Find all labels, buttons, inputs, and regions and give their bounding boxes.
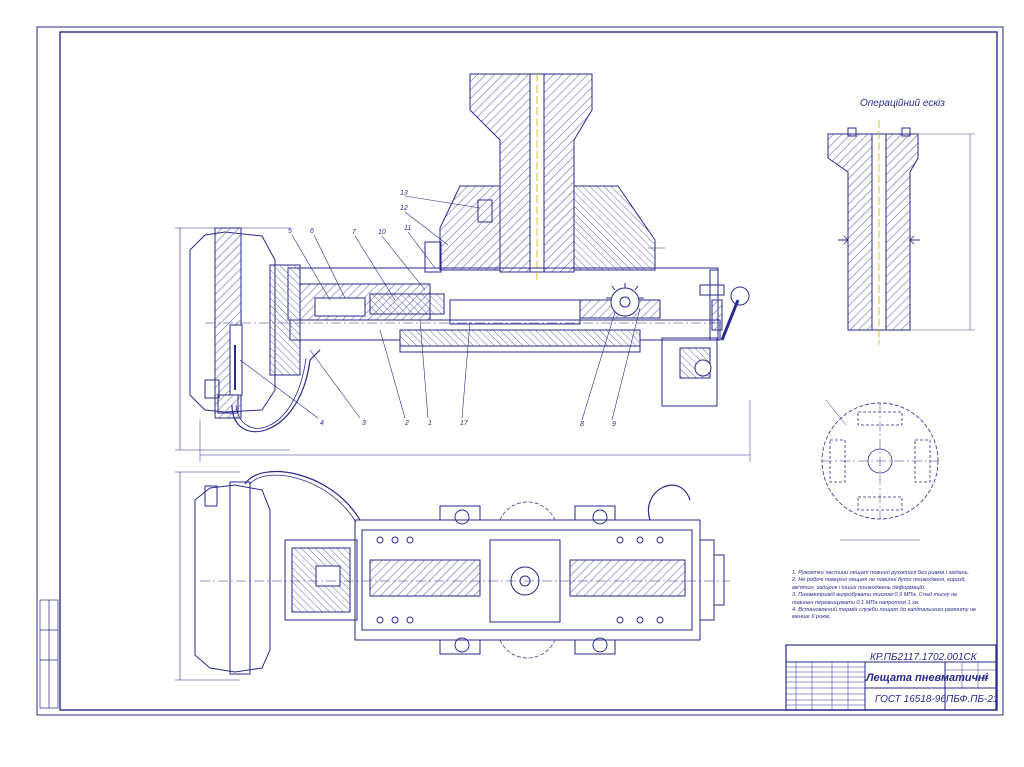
drawing-name: Лещата пневматичні — [866, 672, 988, 684]
technical-notes: 1. Рукоятки частини лещат повинні рухати… — [792, 570, 1002, 622]
note-line: 3. Пневмопривід випробувати тиском 0,9 М… — [792, 592, 958, 599]
note-line: повинен перевищувати 0,1 МПа напротязі 1… — [792, 599, 920, 606]
side-strip — [39, 599, 59, 709]
callout: 12 — [400, 205, 408, 212]
drawing-group: ПБФ.ПБ-21 — [946, 694, 999, 705]
callout: 11 — [404, 225, 411, 232]
callout: 10 — [378, 229, 386, 236]
callout: 13 — [400, 190, 408, 197]
note-line: 4. Встановлений термін служби лещат до к… — [792, 607, 977, 614]
note-line: менше 6 років. — [792, 614, 831, 621]
sheet-info: 11 — [983, 675, 990, 681]
title-block — [785, 644, 997, 711]
callout: 7 — [352, 229, 357, 236]
pinion-gear — [610, 287, 640, 317]
operational-sketch — [827, 120, 975, 345]
callout: 1 — [428, 420, 432, 427]
callout: 9 — [612, 421, 616, 428]
callout: 8 — [580, 421, 584, 428]
drawing-standard: ГОСТ 16518-96 — [875, 694, 946, 705]
sketch-plan — [821, 399, 939, 541]
plan-view — [175, 471, 730, 681]
callouts-top: 5 6 7 10 11 12 13 4 3 2 1 17 8 9 — [288, 190, 616, 428]
callout: 3 — [362, 420, 366, 427]
note-line: вм'ятин, задирок і інших пошкоджень дефо… — [792, 584, 926, 591]
callout: 4 — [320, 420, 324, 427]
callout: 2 — [404, 420, 409, 427]
sketch-heading: Операційний ескіз — [860, 98, 945, 109]
callout: 5 — [288, 228, 292, 235]
bolt-row — [376, 509, 664, 653]
section-view — [175, 73, 751, 462]
callout: 6 — [310, 228, 314, 235]
callout: 17 — [460, 420, 469, 427]
inner-frame — [59, 31, 998, 711]
drawing-code: КР.ПБ2117.1702.001СК — [870, 652, 977, 663]
outer-frame — [36, 26, 1004, 716]
note-line: 1. Рукоятки частини лещат повинні рухати… — [792, 570, 970, 576]
note-line: 2. Не робочі поверхні лещат не повинні б… — [792, 577, 966, 584]
